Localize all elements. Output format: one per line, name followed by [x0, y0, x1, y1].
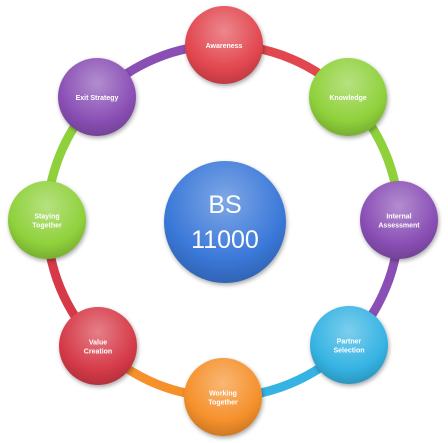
node-label-value-creation-line1: Value — [89, 340, 107, 347]
node-awareness: Awareness — [185, 6, 263, 84]
center-circle-group: BS 11000 — [164, 161, 286, 283]
center-title-line1: BS — [208, 191, 241, 219]
node-label-working-together-line2: Together — [208, 400, 238, 407]
node-circle-working-together — [184, 358, 262, 436]
node-label-exit-strategy-line1: Exit Strategy — [76, 95, 119, 102]
node-label-partner-selection-line1: Partner — [337, 339, 362, 346]
node-exit-strategy: Exit Strategy — [58, 58, 136, 136]
node-circle-staying-together — [8, 181, 86, 259]
node-label-staying-together-line1: Staying — [34, 214, 59, 221]
center-title-line2: 11000 — [191, 226, 259, 254]
node-circle-internal-assessment — [360, 181, 438, 259]
node-label-working-together-line1: Working — [209, 391, 237, 398]
node-circle-partner-selection — [310, 306, 388, 384]
node-label-value-creation-line2: Creation — [84, 349, 112, 356]
node-label-internal-assessment-line1: Internal — [386, 214, 411, 221]
node-label-internal-assessment-line2: Assessment — [378, 223, 420, 230]
node-circle-value-creation — [59, 307, 137, 385]
node-label-partner-selection-line2: Selection — [333, 348, 364, 355]
node-label-awareness-line1: Awareness — [206, 43, 243, 50]
node-circle-knowledge — [309, 58, 387, 136]
node-label-knowledge-line1: Knowledge — [329, 95, 366, 102]
node-label-staying-together-line2: Together — [32, 223, 62, 230]
node-circle-awareness — [185, 6, 263, 84]
node-knowledge: Knowledge — [309, 58, 387, 136]
node-circle-exit-strategy — [58, 58, 136, 136]
cycle-nodes: AwarenessKnowledgeInternalAssessmentPart… — [8, 6, 438, 436]
center-circle — [164, 161, 286, 283]
